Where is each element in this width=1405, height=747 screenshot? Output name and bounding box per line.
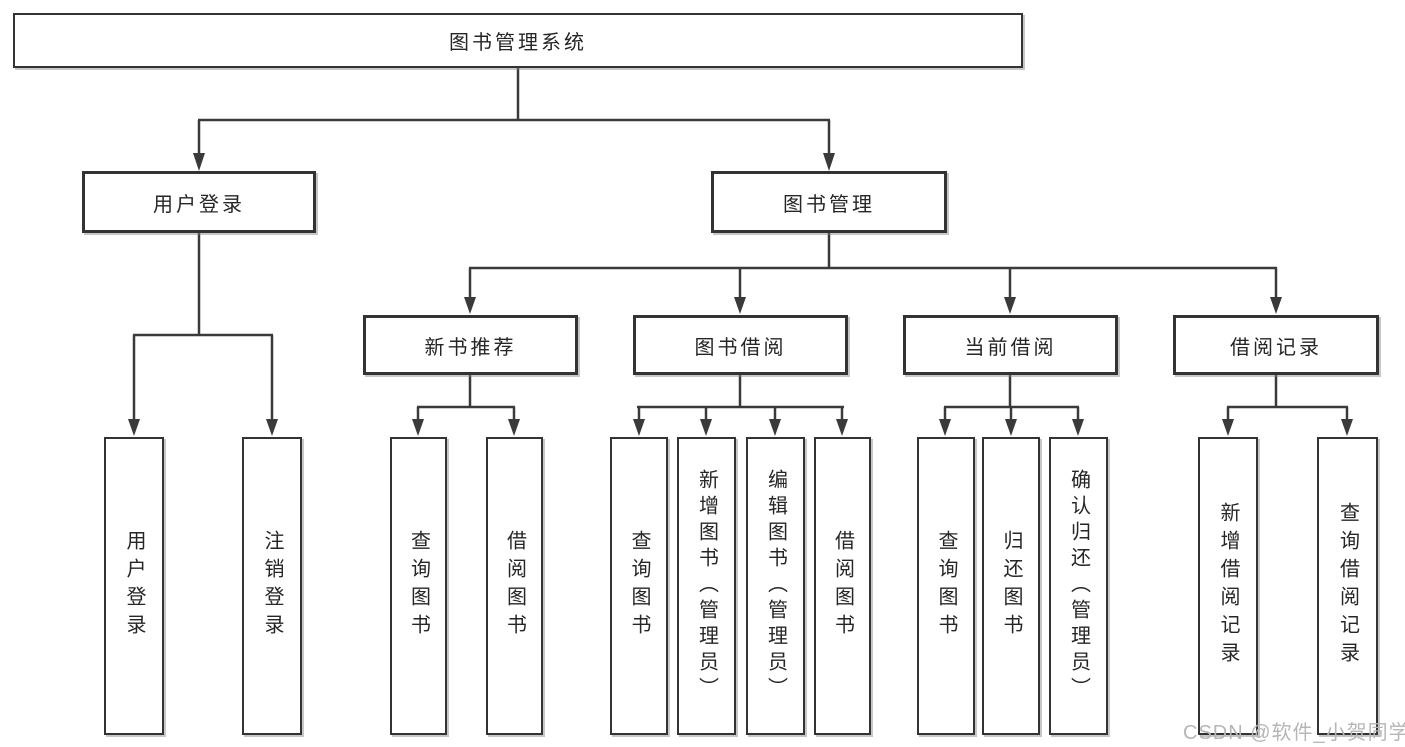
node-label: 当前借阅 <box>964 336 1057 359</box>
node-label: 查询借阅记录 <box>1336 502 1359 670</box>
node-leaf-current-return-books: 归还图书 <box>982 437 1040 735</box>
node-borrowing-records: 借阅记录 <box>1173 315 1379 375</box>
node-label: 用户登录 <box>153 193 245 216</box>
csdn-watermark: CSDN @软件_小贺同学 <box>1183 722 1405 744</box>
node-label: 编辑图书（管理员） <box>764 469 787 703</box>
node-label: 借阅图书 <box>503 530 526 642</box>
node-book-management: 图书管理 <box>711 171 947 233</box>
node-label: 新增借阅记录 <box>1217 502 1239 670</box>
node-leaf-borrow-add-books-admin: 新增图书（管理员） <box>677 437 736 735</box>
node-leaf-borrow-query-books: 查询图书 <box>610 437 668 735</box>
node-label: 新增图书（管理员） <box>695 469 718 703</box>
node-leaf-records-query-record: 查询借阅记录 <box>1317 437 1378 735</box>
node-label: 注销登录 <box>261 530 283 642</box>
node-current-borrowing: 当前借阅 <box>903 315 1118 375</box>
node-label: 新书推荐 <box>424 336 517 359</box>
node-label: 确认归还（管理员） <box>1067 469 1090 703</box>
node-leaf-recommend-borrow-books: 借阅图书 <box>486 437 543 735</box>
node-new-book-recommendation: 新书推荐 <box>363 315 578 375</box>
node-leaf-logout: 注销登录 <box>242 437 302 735</box>
node-label: 图书管理系统 <box>449 32 587 54</box>
node-label: 图书借阅 <box>694 336 787 359</box>
node-leaf-borrow-borrow-books: 借阅图书 <box>814 437 871 735</box>
node-library-management-system: 图书管理系统 <box>13 13 1023 68</box>
node-label: 查询图书 <box>628 530 650 642</box>
node-user-login: 用户登录 <box>82 171 316 233</box>
node-leaf-recommend-query-books: 查询图书 <box>390 437 447 735</box>
node-label: 归还图书 <box>1000 530 1022 642</box>
node-leaf-user-login: 用户登录 <box>104 437 164 735</box>
node-book-borrowing: 图书借阅 <box>633 315 848 375</box>
node-label: 借阅记录 <box>1230 336 1322 359</box>
node-label: 查询图书 <box>935 530 957 642</box>
node-leaf-current-query-books: 查询图书 <box>917 437 975 735</box>
node-label: 查询图书 <box>407 530 430 642</box>
node-label: 用户登录 <box>123 530 145 642</box>
node-label: 借阅图书 <box>831 530 854 642</box>
node-label: 图书管理 <box>783 193 875 216</box>
node-leaf-records-add-record: 新增借阅记录 <box>1198 437 1258 735</box>
node-leaf-borrow-edit-books-admin: 编辑图书（管理员） <box>746 437 805 735</box>
node-leaf-current-confirm-return-admin: 确认归还（管理员） <box>1049 437 1108 735</box>
